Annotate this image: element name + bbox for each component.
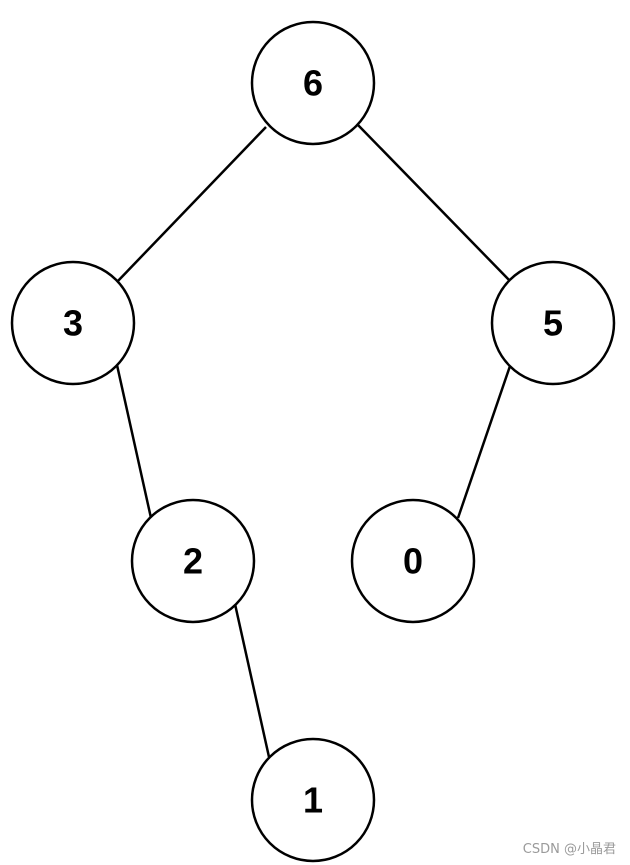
tree-node: 2 xyxy=(130,498,256,624)
tree-node: 1 xyxy=(250,737,376,863)
node-label: 0 xyxy=(403,541,423,582)
node-label: 3 xyxy=(63,303,83,344)
node-label: 2 xyxy=(183,541,203,582)
edge-6-5 xyxy=(357,124,512,283)
edge-6-3 xyxy=(115,126,267,284)
edge-5-0 xyxy=(456,365,512,519)
node-label: 1 xyxy=(303,780,323,821)
node-circle xyxy=(250,20,376,146)
tree-nodes: 6 3 5 2 0 1 xyxy=(10,20,616,863)
tree-node: 5 xyxy=(490,260,616,386)
node-label: 6 xyxy=(303,63,323,104)
node-circle xyxy=(10,260,136,386)
tree-edges xyxy=(115,124,512,758)
node-circle xyxy=(130,498,256,624)
node-label: 5 xyxy=(543,303,563,344)
edge-2-1 xyxy=(233,603,271,758)
node-circle xyxy=(350,498,476,624)
node-circle xyxy=(490,260,616,386)
csdn-watermark: CSDN @小晶君 xyxy=(522,842,616,857)
tree-node: 0 xyxy=(350,498,476,624)
edge-3-2 xyxy=(115,364,153,519)
tree-node: 6 xyxy=(250,20,376,146)
tree-node: 3 xyxy=(10,260,136,386)
node-circle xyxy=(250,737,376,863)
